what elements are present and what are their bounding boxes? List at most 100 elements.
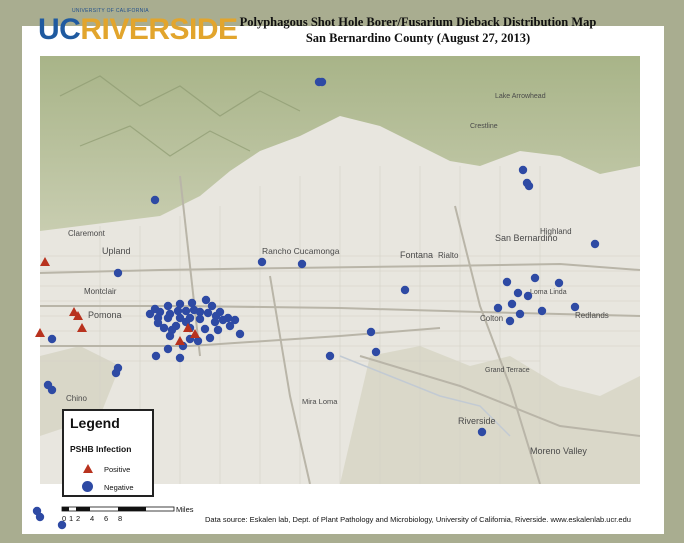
negative-sample-point	[159, 323, 169, 333]
positive-sample-point	[175, 336, 185, 345]
negative-sample-point	[175, 313, 185, 323]
scale-unit-label: Miles	[176, 505, 194, 514]
negative-sample-point	[201, 295, 211, 305]
map-title: Polyphagous Shot Hole Borer/Fusarium Die…	[198, 14, 638, 46]
negative-sample-point	[193, 336, 203, 346]
negative-sample-point	[554, 278, 564, 288]
place-label: Upland	[102, 246, 131, 256]
negative-sample-point	[113, 363, 123, 373]
sample-points-layer	[69, 77, 600, 437]
negative-sample-point	[207, 301, 217, 311]
negative-sample-point	[163, 301, 173, 311]
place-label: Redlands	[575, 311, 609, 320]
negative-sample-point	[181, 306, 191, 316]
place-label: Chino	[66, 394, 87, 403]
scale-tick-label: 4	[90, 514, 94, 523]
place-label: Mira Loma	[302, 397, 338, 406]
negative-sample-point	[530, 273, 540, 283]
ucr-logo: UNIVERSITY OF CALIFORNIA UCRIVERSIDE	[38, 8, 238, 48]
positive-sample-point	[73, 311, 83, 320]
negative-sample-point	[203, 308, 213, 318]
negative-sample-point	[505, 316, 515, 326]
san-gabriel-mountains	[40, 56, 640, 231]
negative-sample-point	[195, 314, 205, 324]
legend: Legend PSHB Infection Positive Negative	[62, 409, 154, 497]
negative-sample-point	[570, 302, 580, 312]
negative-sample-point	[200, 324, 210, 334]
negative-sample-point	[163, 344, 173, 354]
place-label: Fontana	[400, 250, 433, 260]
negative-sample-point	[297, 259, 307, 269]
scale-tick-label: 2	[76, 514, 80, 523]
negative-sample-point	[171, 321, 181, 331]
negative-sample-point	[215, 307, 225, 317]
negative-sample-point	[163, 313, 173, 323]
legend-negative-label: Negative	[104, 483, 134, 492]
logo-uc: UC	[38, 13, 81, 46]
title-line-1: Polyphagous Shot Hole Borer/Fusarium Die…	[239, 15, 597, 29]
negative-sample-point	[153, 318, 163, 328]
negative-sample-point	[477, 427, 487, 437]
negative-sample-point	[173, 306, 183, 316]
data-source-note: Data source: Eskalen lab, Dept. of Plant…	[205, 515, 631, 524]
negative-sample-point	[257, 257, 267, 267]
negative-sample-point	[145, 309, 155, 319]
negative-sample-point	[165, 331, 175, 341]
scale-tick-label: 8	[118, 514, 122, 523]
negative-sample-point	[175, 353, 185, 363]
negative-sample-point	[590, 239, 600, 249]
title-line-2: San Bernardino County (August 27, 2013)	[305, 31, 531, 45]
negative-sample-point	[175, 299, 185, 309]
negative-sample-point	[195, 307, 205, 317]
negative-sample-point	[493, 303, 503, 313]
scale-tick-label: 0	[62, 514, 66, 523]
negative-sample-point	[366, 327, 376, 337]
positive-triangle-icon	[83, 464, 93, 473]
negative-sample-point	[235, 329, 245, 339]
positive-sample-point	[183, 323, 193, 332]
place-label: Moreno Valley	[530, 446, 587, 456]
negative-sample-point	[537, 306, 547, 316]
negative-sample-point	[205, 333, 215, 343]
legend-positive-label: Positive	[104, 465, 131, 474]
place-label: Loma Linda	[530, 289, 567, 296]
negative-dot-icon	[82, 481, 93, 492]
negative-sample-point	[400, 285, 410, 295]
negative-sample-point	[113, 268, 123, 278]
santa-ana-river	[339, 355, 511, 437]
scale-tick-label: 6	[104, 514, 108, 523]
place-label: Riverside	[458, 416, 496, 426]
ridge-lines	[59, 75, 301, 157]
negative-sample-point	[317, 77, 327, 87]
negative-sample-point	[150, 195, 160, 205]
negative-sample-point	[187, 298, 197, 308]
place-label: Grand Terrace	[485, 367, 530, 374]
logo-university-text: UNIVERSITY OF CALIFORNIA	[72, 8, 149, 14]
place-label: Lake Arrowhead	[495, 93, 546, 100]
place-label: Colton	[480, 314, 503, 323]
logo-riverside: RIVERSIDE	[80, 13, 238, 46]
place-label: Crestline	[470, 123, 498, 130]
street-grid	[40, 166, 640, 484]
negative-sample-point	[507, 299, 517, 309]
negative-sample-point	[325, 351, 335, 361]
negative-sample-point	[230, 315, 240, 325]
negative-sample-point	[223, 313, 233, 323]
place-label: San Bernardino	[495, 233, 558, 243]
negative-sample-point	[213, 325, 223, 335]
legend-title: Legend	[70, 415, 120, 431]
place-label: Claremont	[68, 229, 106, 238]
negative-sample-point	[225, 321, 235, 331]
negative-sample-point	[513, 288, 523, 298]
negative-sample-point	[518, 165, 528, 175]
legend-subtitle: PSHB Infection	[70, 444, 132, 454]
negative-sample-point	[210, 317, 220, 327]
place-label: Montclair	[84, 287, 117, 296]
place-label: Pomona	[88, 310, 122, 320]
negative-sample-point	[371, 347, 381, 357]
scale-tick-label: 1	[69, 514, 73, 523]
negative-sample-point	[523, 291, 533, 301]
negative-sample-point	[524, 181, 534, 191]
place-labels-layer: UplandClaremontMontclairPomonaChinoRanch…	[66, 93, 609, 456]
